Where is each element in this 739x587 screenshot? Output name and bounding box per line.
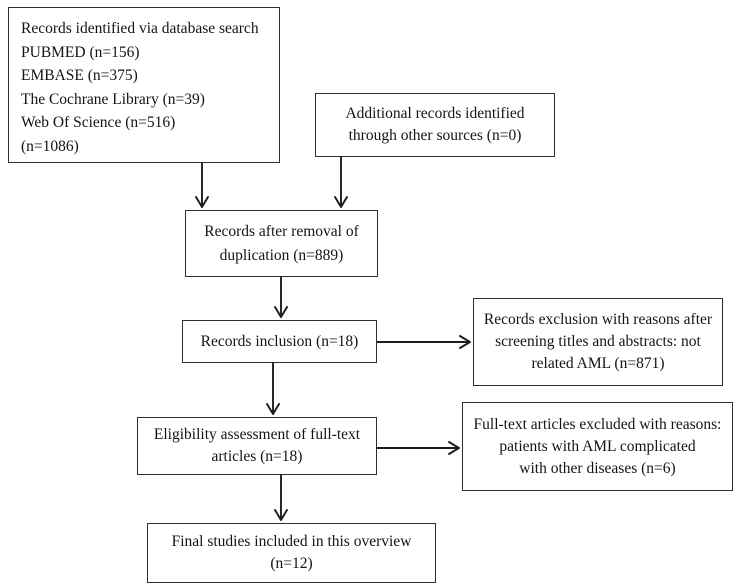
records-identified-text: Records identified via database search P… [21,20,259,155]
box-additional-records: Additional records identified through ot… [315,93,555,157]
box-records-after-duplication-removal: Records after removal of duplication (n=… [185,210,378,277]
box-final-studies-included: Final studies included in this overview … [147,523,436,583]
additional-records-text: Additional records identified through ot… [345,105,525,144]
box-fulltext-articles-excluded: Full-text articles excluded with reasons… [462,402,733,491]
records-inclusion-text: Records inclusion (n=18) [200,332,359,350]
records-exclusion-screening-text: Records exclusion with reasons after scr… [483,311,713,372]
final-studies-included-text: Final studies included in this overview … [171,533,412,572]
box-records-inclusion: Records inclusion (n=18) [182,320,377,363]
eligibility-assessment-text: Eligibility assessment of full-text arti… [153,426,361,465]
box-records-exclusion-screening: Records exclusion with reasons after scr… [473,298,723,386]
box-records-identified: Records identified via database search P… [8,7,280,163]
fulltext-articles-excluded-text: Full-text articles excluded with reasons… [473,415,722,477]
records-after-duplication-removal-text: Records after removal of duplication (n=… [204,222,359,264]
box-eligibility-assessment: Eligibility assessment of full-text arti… [137,417,377,475]
